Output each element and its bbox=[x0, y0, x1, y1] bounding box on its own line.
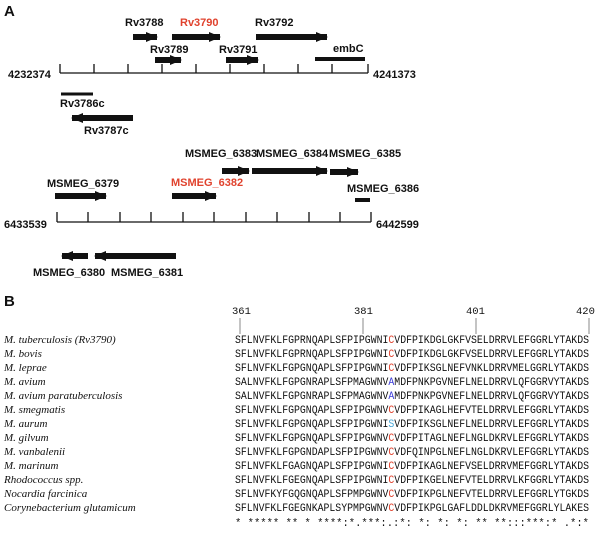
sequence-row: SFLNVFKLFGPGNQAPLSFPIPGWNVCVDFPIKAGLHEFV… bbox=[235, 405, 589, 417]
msm-scale-bar bbox=[56, 212, 372, 223]
msm-left-coord: 6433539 bbox=[4, 219, 47, 231]
gene-label-rv3788: Rv3788 bbox=[125, 17, 164, 29]
panel-b-label: B bbox=[4, 293, 15, 310]
sequence-column: SFLNVFKLFGPRNQAPLSFPIPGWNICVDFPIKDGLGKFV… bbox=[235, 335, 589, 515]
key-residue: C bbox=[388, 335, 394, 347]
species-name: M. tuberculosis (Rv3790) bbox=[3, 334, 116, 346]
sequence-row: SALNVFKLFGPGNRAPLSFPMAGWNVAMDFPNKPGVNEFL… bbox=[235, 377, 589, 389]
gene-label-rv3787c: Rv3787c bbox=[84, 125, 129, 137]
sequence-row: SFLNVFKLFGPGNQAPLSFPIPGWNVCVDFPITAGLNEFL… bbox=[235, 433, 589, 445]
key-residue: C bbox=[388, 461, 394, 473]
position-label: 401 bbox=[466, 306, 485, 318]
species-column: M. tuberculosis (Rv3790) M. bovis M. lep… bbox=[3, 334, 136, 514]
species-name: Corynebacterium glutamicum bbox=[4, 502, 136, 514]
sequence-row: SFLNVFKLFGPGNQAPLSFPIPGWNISVDFPIKSGLNEFL… bbox=[235, 419, 589, 431]
sequence-row: SFLNVFKYFGQGNQAPLSFPMPGWNVCVDFPIKPGLNEFV… bbox=[235, 489, 589, 501]
sequence-row: SFLNVFKLFGEGNQAPLSFPIPGWNICVDFPIKGELNEFV… bbox=[235, 475, 589, 487]
key-residue: C bbox=[388, 503, 394, 515]
species-name: Nocardia farcinica bbox=[3, 488, 88, 500]
gene-label-rv3790: Rv3790 bbox=[180, 17, 219, 29]
key-residue: C bbox=[388, 489, 394, 501]
sequence-alignment: 361 381 401 420 M. tuberculosis (Rv3790)… bbox=[3, 306, 595, 530]
key-residue: A bbox=[388, 391, 394, 403]
mtb-left-coord: 4232374 bbox=[8, 69, 52, 81]
gene-label-msmeg-6380: MSMEG_6380 bbox=[33, 267, 105, 279]
key-residue: A bbox=[388, 377, 394, 389]
position-label: 420 bbox=[576, 306, 595, 318]
gene-label-msmeg-6384: MSMEG_6384 bbox=[256, 148, 329, 160]
gene-label-rv3791: Rv3791 bbox=[219, 44, 258, 56]
gene-label-msmeg-6385: MSMEG_6385 bbox=[329, 148, 401, 160]
msm-right-coord: 6442599 bbox=[376, 219, 419, 231]
panel-a-label: A bbox=[4, 3, 15, 20]
gene-label-msmeg-6382: MSMEG_6382 bbox=[171, 177, 243, 189]
position-label: 361 bbox=[232, 306, 251, 318]
gene-label-msmeg-6386: MSMEG_6386 bbox=[347, 183, 419, 195]
species-name: M. vanbalenii bbox=[3, 446, 65, 458]
sequence-row: SFLNVFKLFGPRNQAPLSFPIPGWNICVDFPIKDGLGKFV… bbox=[235, 349, 589, 361]
sequence-row: SALNVFKLFGPGNRAPLSFPMAGWNVAMDFPNKPGVNEFL… bbox=[235, 391, 589, 403]
mtb-gene-map: Rv3788 Rv3790 Rv3792 Rv3789 Rv3791 embC … bbox=[8, 17, 416, 137]
msm-gene-map: MSMEG_6383 MSMEG_6384 MSMEG_6385 MSMEG_6… bbox=[4, 148, 419, 279]
gene-label-rv3789: Rv3789 bbox=[150, 44, 189, 56]
key-residue: S bbox=[388, 419, 394, 431]
species-name: M. aurum bbox=[3, 418, 47, 430]
species-name: Rhodococcus spp. bbox=[3, 474, 83, 486]
gene-label-msmeg-6379: MSMEG_6379 bbox=[47, 178, 119, 190]
sequence-row: SFLNVFKLFGPRNQAPLSFPIPGWNICVDFPIKDGLGKFV… bbox=[235, 335, 589, 347]
species-name: M. gilvum bbox=[3, 432, 49, 444]
gene-label-rv3786c: Rv3786c bbox=[60, 98, 105, 110]
species-name: M. avium paratuberculosis bbox=[3, 390, 122, 402]
species-name: M. smegmatis bbox=[3, 404, 65, 416]
gene-label-rv3792: Rv3792 bbox=[255, 17, 294, 29]
sequence-row: SFLNVFKLFGPGNDAPLSFPIPGWNVCVDFQINPGLNEFL… bbox=[235, 447, 589, 459]
consensus-line: * ***** ** * ****:*.***:.:*: *: *: *: **… bbox=[235, 518, 589, 530]
gene-label-embc: embC bbox=[333, 43, 364, 55]
mtb-scale-bar bbox=[59, 64, 369, 74]
key-residue: C bbox=[388, 447, 394, 459]
position-label: 381 bbox=[354, 306, 373, 318]
species-name: M. avium bbox=[3, 376, 46, 388]
key-residue: C bbox=[388, 475, 394, 487]
sequence-row: SFLNVFKLFGAGNQAPLSFPIPGWNICVDFPIKAGLNEFV… bbox=[235, 461, 589, 473]
key-residue: C bbox=[388, 433, 394, 445]
sequence-row: SFLNVFKLFGPGNQAPLSFPIPGWNICVDFPIKSGLNEFV… bbox=[235, 363, 589, 375]
key-residue: C bbox=[388, 363, 394, 375]
species-name: M. marinum bbox=[3, 460, 58, 472]
key-residue: C bbox=[388, 405, 394, 417]
species-name: M. bovis bbox=[3, 348, 42, 360]
sequence-row: SFLNVFKLFGEGNKAPLSYPMPGWNVCVDFPIKPGLGAFL… bbox=[235, 503, 589, 515]
gene-label-msmeg-6383: MSMEG_6383 bbox=[185, 148, 257, 160]
species-name: M. leprae bbox=[3, 362, 47, 374]
key-residue: C bbox=[388, 349, 394, 361]
mtb-right-coord: 4241373 bbox=[373, 69, 416, 81]
position-ruler: 361 381 401 420 bbox=[232, 306, 595, 334]
gene-label-msmeg-6381: MSMEG_6381 bbox=[111, 267, 183, 279]
